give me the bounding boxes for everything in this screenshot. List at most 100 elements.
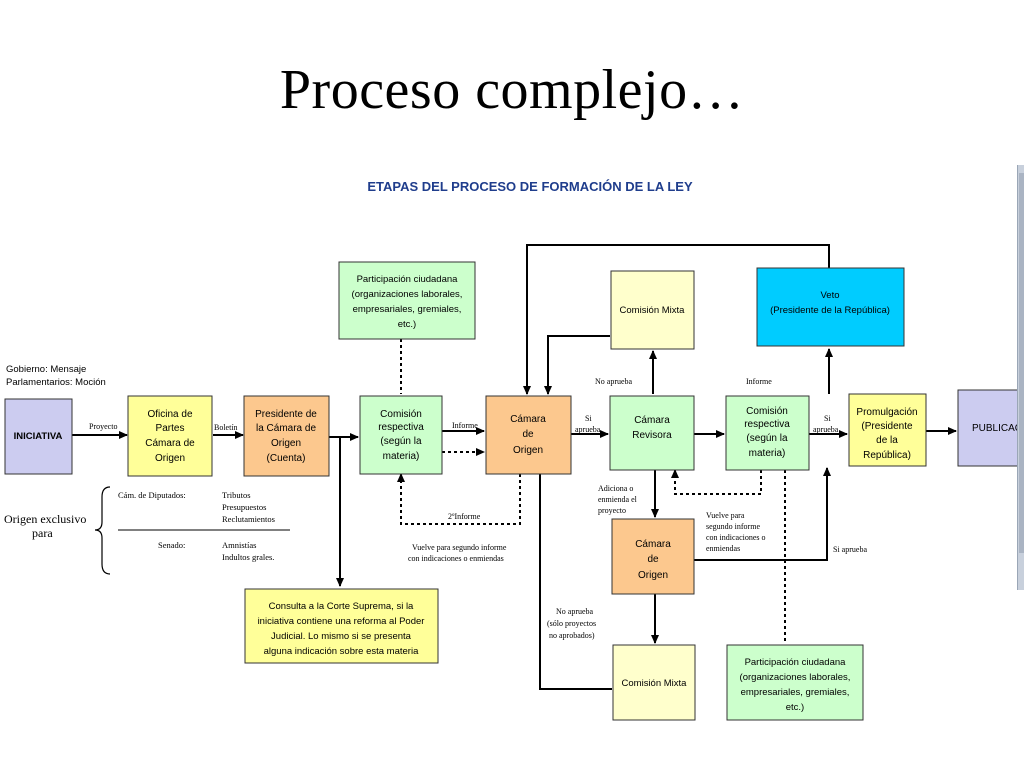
box-veto-line: Veto [820, 290, 839, 301]
box-participacion1-line: Participación ciudadana [357, 274, 459, 285]
box-comision1-line: (según la [380, 436, 422, 447]
arrow-camara2-promulgacion [694, 467, 831, 561]
box-iniciativa: INICIATIVA [4, 398, 73, 475]
box-presidente-camara: Presidente de la Cámara de Origen (Cuent… [243, 395, 330, 477]
box-oficina-line: Oficina de [147, 409, 192, 420]
box-promulgacion-line: de la [876, 435, 898, 446]
box-consulta-line: Consulta a la Corte Suprema, si la [269, 601, 414, 612]
origen-exclusivo-section: Origen exclusivo para Cám. de Diputados:… [4, 486, 290, 575]
slide-title: Proceso complejo… [279, 59, 745, 121]
box-veto-line: (Presidente de la República) [770, 305, 890, 316]
label-no-aprueba-bottom-c: no aprobados) [549, 631, 595, 640]
box-comision-respectiva-1: Comisión respectiva (según la materia) [359, 395, 443, 475]
box-participacion2-line: (organizaciones laborales, [740, 672, 851, 683]
label-boletin: Boletín [214, 423, 238, 432]
diputados-item: Tributos [222, 490, 251, 500]
senado-label: Senado: [158, 540, 185, 550]
label-adiciona-c: proyecto [598, 506, 626, 515]
box-oficina-line: Origen [155, 453, 185, 464]
curly-brace [94, 486, 111, 575]
label-si-aprueba-2b: aprueba [813, 425, 839, 434]
diputados-item: Reclutamientos [222, 514, 275, 524]
origen-exclusivo-label-a: Origen exclusivo [4, 512, 86, 526]
box-participacion1-line: empresariales, gremiales, [353, 304, 462, 315]
label-vuelve2-b: segundo informe [706, 522, 760, 531]
vertical-scrollbar[interactable] [1017, 165, 1024, 590]
box-comision2-line: materia) [749, 448, 786, 459]
label-informe-top: Informe [746, 377, 772, 386]
box-camara2-line: Origen [638, 570, 668, 581]
box-revisora-line: Cámara [634, 415, 670, 426]
box-participacion1-line: etc.) [398, 319, 416, 330]
box-camara-revisora: Cámara Revisora [609, 395, 695, 471]
label-vuelve1-b: con indicaciones o enmiendas [408, 554, 504, 563]
label-vuelve2-a: Vuelve para [706, 511, 745, 520]
box-comision2-line: Comisión [746, 406, 788, 417]
scrollbar-thumb[interactable] [1019, 173, 1024, 553]
box-oficina-partes: Oficina de Partes Cámara de Origen [127, 395, 213, 477]
box-presidente-line: Presidente de [255, 409, 317, 420]
diagram-title: ETAPAS DEL PROCESO DE FORMACIÓN DE LA LE… [367, 179, 693, 194]
arrow-mixta1-camara [544, 335, 610, 395]
box-participacion2-line: etc.) [786, 702, 804, 713]
box-camara2-line: de [647, 554, 659, 565]
box-participacion-ciudadana-1: Participación ciudadana (organizaciones … [338, 261, 476, 340]
box-promulgacion: Promulgación (Presidente de la República… [848, 393, 927, 467]
label-adiciona-a: Adiciona o [598, 484, 633, 493]
box-iniciativa-label: INICIATIVA [14, 431, 63, 442]
label-vuelve2-c: con indicaciones o [706, 533, 766, 542]
senado-item: Amnistías [222, 540, 256, 550]
label-no-aprueba-bottom-b: (sólo proyectos [547, 619, 596, 628]
box-consulta-line: Judicial. Lo mismo si se presenta [271, 631, 412, 642]
origen-exclusivo-label-b: para [32, 526, 53, 540]
box-promulgacion-line: República) [863, 450, 911, 461]
box-comision-mixta-2: Comisión Mixta [612, 644, 696, 721]
label-informe: Informe [452, 421, 478, 430]
origin-label-mocion: Parlamentarios: Moción [6, 377, 106, 388]
box-camara-origen-line: de [522, 429, 534, 440]
box-comision1-line: materia) [383, 451, 420, 462]
box-presidente-line: la Cámara de [256, 423, 316, 434]
label-vuelve1-a: Vuelve para segundo informe [412, 543, 507, 552]
dash-2informe [397, 473, 521, 525]
label-si-aprueba-2a: Si [824, 414, 831, 423]
box-comision-respectiva-2: Comisión respectiva (según la materia) [725, 395, 810, 471]
box-comision2-line: respectiva [744, 419, 790, 430]
box-participacion1-line: (organizaciones laborales, [352, 289, 463, 300]
senado-item: Indultos grales. [222, 552, 274, 562]
box-consulta-line: alguna indicación sobre esta materia [264, 646, 419, 657]
box-mixta2-label: Comisión Mixta [622, 678, 688, 689]
box-veto: Veto (Presidente de la República) [756, 267, 905, 347]
box-presidente-line: Origen [271, 438, 301, 449]
loop-top [523, 244, 830, 395]
label-2informe: 2ºInforme [448, 512, 481, 521]
box-consulta-corte-suprema: Consulta a la Corte Suprema, si la inici… [244, 588, 439, 664]
diputados-item: Presupuestos [222, 502, 266, 512]
box-camara2-line: Cámara [635, 539, 671, 550]
box-participacion2-line: Participación ciudadana [745, 657, 847, 668]
box-camara-origen-line: Origen [513, 445, 543, 456]
box-oficina-line: Cámara de [145, 438, 195, 449]
camara-diputados-label: Cám. de Diputados: [118, 490, 186, 500]
label-vuelve2-d: enmiendas [706, 544, 740, 553]
label-si-aprueba-1a: Si [585, 414, 592, 423]
box-comision-mixta-1: Comisión Mixta [610, 270, 695, 350]
arrow-mixta2-camara [539, 474, 612, 690]
origin-label-mensaje: Gobierno: Mensaje [6, 364, 86, 375]
box-publicacion: PUBLICAC [957, 389, 1024, 467]
label-no-aprueba-bottom-a: No aprueba [556, 607, 594, 616]
label-proyecto: Proyecto [89, 422, 117, 431]
box-comision2-line: (según la [746, 433, 788, 444]
box-comision1-line: Comisión [380, 409, 422, 420]
box-camara-origen: Cámara de Origen [485, 395, 572, 475]
box-publicacion-label: PUBLICAC [972, 423, 1022, 434]
box-comision1-line: respectiva [378, 422, 424, 433]
box-oficina-line: Partes [156, 423, 185, 434]
dash-comision2-loop [671, 469, 762, 495]
label-si-aprueba-1b: aprueba [575, 425, 601, 434]
box-participacion2-line: empresariales, gremiales, [741, 687, 850, 698]
box-participacion-ciudadana-2: Participación ciudadana (organizaciones … [726, 644, 864, 721]
box-camara-origen-2: Cámara de Origen [611, 518, 695, 595]
box-promulgacion-line: (Presidente [861, 421, 913, 432]
